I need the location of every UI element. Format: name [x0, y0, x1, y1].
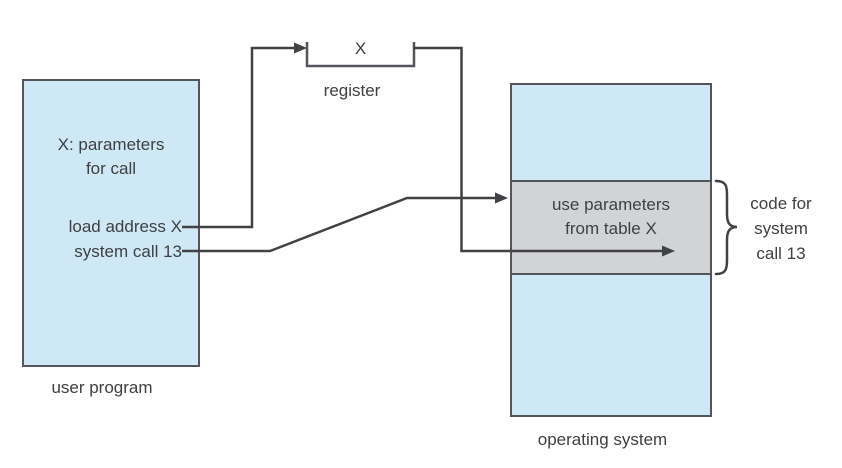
- program-instructions: load address X system call 13: [22, 214, 182, 264]
- register-box-outline: [305, 42, 416, 68]
- operating-system-caption: operating system: [537, 430, 668, 449]
- use-parameters-line2: from table X: [565, 219, 657, 238]
- instruction-system-call: system call 13: [74, 242, 182, 261]
- user-program-box: [22, 79, 200, 367]
- register-value: X: [354, 39, 367, 58]
- use-parameters-line1: use parameters: [551, 195, 671, 214]
- instruction-load-address: load address X: [68, 217, 182, 236]
- register-caption: register: [323, 81, 381, 100]
- parameters-label-line1: X: parameters: [57, 135, 165, 154]
- arrow-register-to-table: [413, 46, 662, 253]
- right-brace-icon: [714, 179, 738, 276]
- arrowhead-into-os-icon: [495, 192, 508, 204]
- arrow-load-address-to-register: [182, 46, 294, 229]
- brace-label-line2: system: [754, 219, 808, 238]
- brace-label-line3: call 13: [756, 244, 806, 263]
- use-parameters-label: use parameters from table X: [510, 193, 712, 241]
- parameter-table-band: [510, 180, 712, 275]
- code-for-system-call-label: code for system call 13: [738, 191, 824, 266]
- arrowhead-into-table-icon: [662, 245, 675, 257]
- parameters-for-call-label: X: parameters for call: [22, 133, 200, 181]
- arrow-system-call-to-os: [182, 196, 495, 253]
- parameters-label-line2: for call: [85, 159, 137, 178]
- user-program-caption: user program: [51, 378, 153, 397]
- brace-label-line1: code for: [750, 194, 812, 213]
- arrowhead-into-register-icon: [294, 42, 307, 54]
